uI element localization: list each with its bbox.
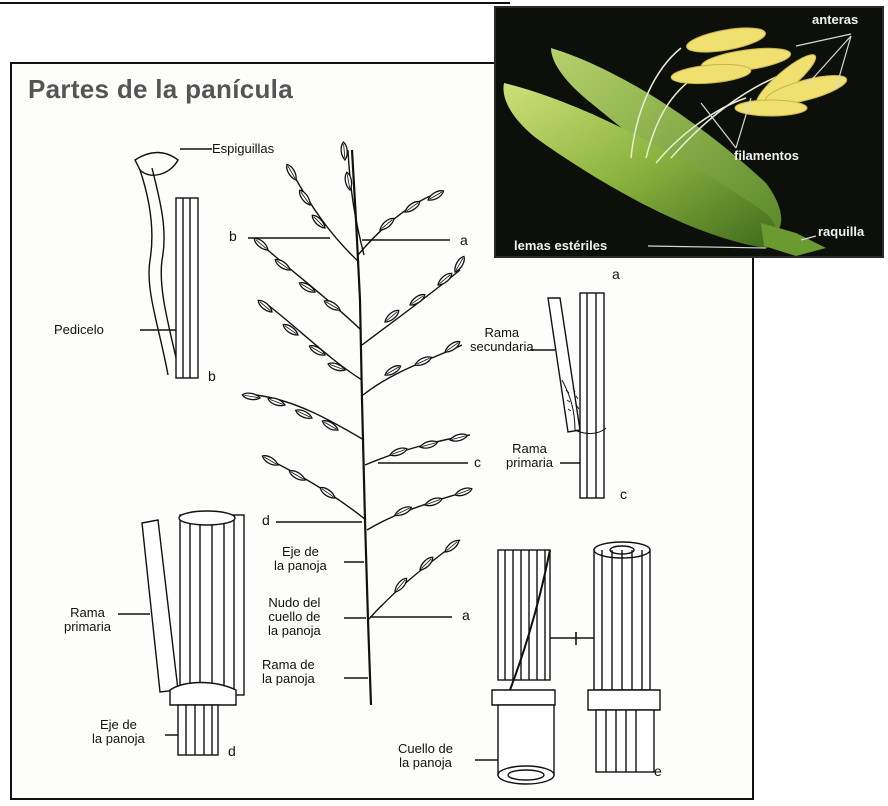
letter-b-pedicel: b (208, 368, 216, 384)
page-title: Partes de la panícula (28, 74, 293, 105)
floret-photo: anteras filamentos raquilla lemas estéri… (494, 6, 884, 258)
label-nudo-cuello: Nudo del cuello de la panoja (268, 596, 321, 638)
panicle-axis (352, 150, 371, 705)
pedicel-detail (135, 153, 198, 379)
letter-d-center: d (262, 512, 270, 528)
label-pedicelo: Pedicelo (54, 323, 104, 337)
label-eje-panoja-center: Eje de la panoja (274, 545, 327, 573)
letter-e: e (654, 763, 662, 779)
label-rama-panoja: Rama de la panoja (262, 658, 315, 686)
photo-label-filamentos: filamentos (734, 148, 799, 163)
label-eje-panoja-left: Eje de la panoja (92, 718, 145, 746)
letter-a-bottom: a (462, 607, 470, 623)
letter-d-left: d (228, 743, 236, 759)
photo-label-raquilla: raquilla (818, 224, 864, 239)
letter-a-top: a (460, 232, 468, 248)
primary-branch-detail (142, 511, 244, 755)
letter-c-center: c (474, 454, 481, 470)
secondary-branch-detail (548, 293, 606, 498)
label-cuello-panoja: Cuello de la panoja (398, 742, 453, 770)
letter-b-left: b (229, 228, 237, 244)
label-rama-secundaria: Rama secundaria (470, 326, 534, 354)
letter-a-right: a (612, 266, 620, 282)
label-rama-primaria-right: Rama primaria (506, 442, 553, 470)
photo-label-lemas: lemas estériles (514, 238, 607, 253)
letter-c-right: c (620, 486, 627, 502)
label-espiguillas: Espiguillas (212, 142, 274, 156)
spikelets (242, 142, 473, 594)
floret-illustration (496, 8, 884, 258)
label-rama-primaria-left: Rama primaria (64, 606, 111, 634)
neck-detail (492, 542, 660, 784)
photo-label-anteras: anteras (812, 12, 858, 27)
